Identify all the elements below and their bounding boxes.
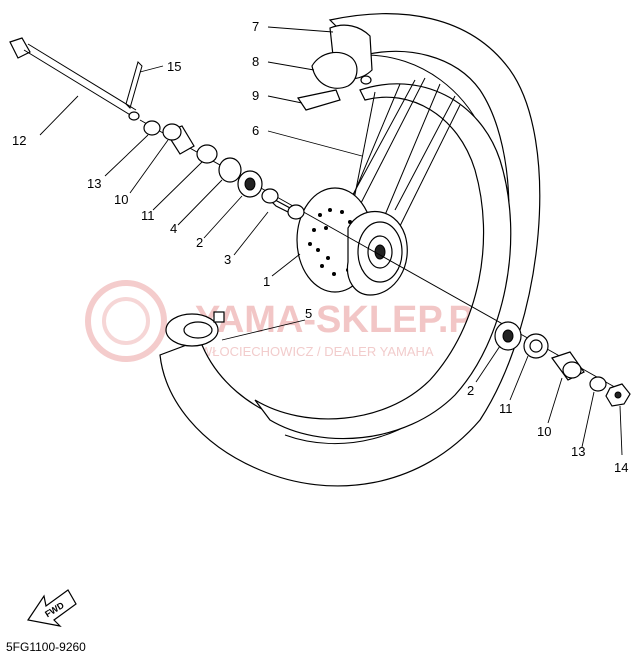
callout-8: 8 (252, 54, 259, 69)
bearing-left-a (218, 157, 242, 183)
washer-right (589, 376, 607, 392)
callout-2-left: 2 (196, 235, 203, 250)
rim (254, 83, 512, 440)
callout-1: 1 (263, 274, 270, 289)
tube-and-flap (297, 24, 373, 111)
callout-12: 12 (12, 133, 26, 148)
callout-2-right: 2 (467, 383, 474, 398)
callout-11-right: 11 (499, 401, 513, 416)
hub-and-disc (296, 187, 408, 296)
callout-13-right: 13 (571, 444, 585, 459)
watermark: YAMA-SKLEP.PL WŁOCIECHOWICZ / DEALER YAM… (85, 280, 497, 362)
fwd-arrow: FWD (26, 589, 77, 627)
callout-4: 4 (170, 221, 177, 236)
callout-9: 9 (252, 88, 259, 103)
leader-lines (39, 26, 623, 456)
callout-6: 6 (252, 123, 259, 138)
callout-7: 7 (252, 19, 259, 34)
callouts: 7 8 9 6 15 12 13 10 11 4 2 3 1 5 2 11 10… (12, 19, 628, 475)
disc-holes (308, 208, 352, 276)
watermark-subtitle: WŁOCIECHOWICZ / DEALER YAMAHA (200, 344, 434, 359)
right-side-parts (494, 321, 631, 407)
oil-seal-left (196, 144, 218, 164)
watermark-logo (85, 280, 167, 362)
callout-10-left: 10 (114, 192, 128, 207)
callout-14: 14 (614, 460, 628, 475)
callout-3: 3 (224, 252, 231, 267)
tube-valve (165, 311, 225, 347)
left-side-parts (143, 120, 305, 220)
callout-5: 5 (305, 306, 312, 321)
cotter-pin (125, 61, 143, 109)
diagram-code: 5FG1100-9260 (6, 640, 86, 654)
watermark-brand: YAMA-SKLEP.PL (195, 299, 497, 341)
fwd-arrow-icon (26, 589, 77, 627)
callout-15: 15 (167, 59, 181, 74)
washer-left (143, 120, 161, 136)
callout-13-left: 13 (87, 176, 101, 191)
callout-11-left: 11 (141, 208, 155, 223)
callout-10-right: 10 (537, 424, 551, 439)
axle (9, 37, 140, 121)
watermark-logo-inner (102, 297, 150, 345)
